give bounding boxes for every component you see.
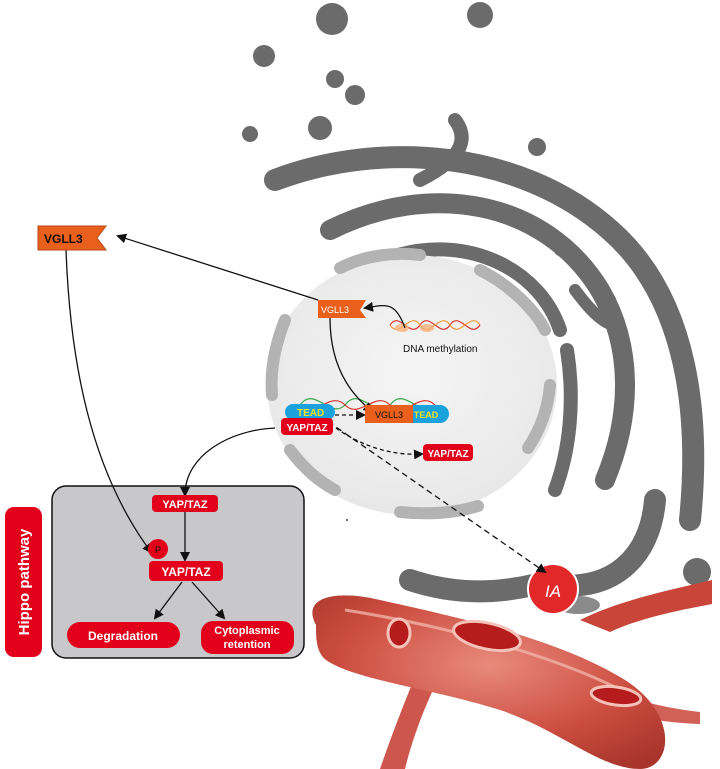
- arrow-to-cytoplasmic: [191, 581, 226, 620]
- tead-left-label: TEAD: [297, 408, 324, 419]
- yap-taz-hippo-top-label: YAP/TAZ: [162, 499, 208, 511]
- cytoplasmic-retention-box: Cytoplasmic retention: [201, 621, 294, 654]
- yap-taz-nuclear-label: YAP/TAZ: [286, 423, 327, 434]
- tead-complex-label: TEAD: [414, 410, 439, 420]
- phospho-label: P: [155, 545, 161, 555]
- ia-aneurysm: IA: [527, 563, 579, 615]
- red-blood-cells: [386, 617, 643, 708]
- vesicles: [242, 2, 711, 586]
- vgll3-outer-tag: VGLL3: [37, 225, 107, 251]
- arrow-nuclear-vgll3-to-outer: [116, 233, 319, 301]
- hippo-pathway-label-box: Hippo pathway: [5, 507, 42, 657]
- degradation-label: Degradation: [88, 629, 158, 643]
- arrow-dashed-to-yap-right: [335, 427, 424, 460]
- cytoplasmic-label-line2: retention: [223, 639, 270, 651]
- arrow-to-degradation: [153, 581, 183, 620]
- dna-methylation-label: DNA methylation: [403, 344, 477, 355]
- vgll3-outer-label: VGLL3: [44, 232, 83, 246]
- yap-taz-right: YAP/TAZ: [423, 444, 473, 461]
- speck: [346, 519, 348, 521]
- dna-methylation-strand: [389, 320, 481, 332]
- vgll3-nuclear-tag: VGLL3: [318, 300, 366, 318]
- arrow-outer-vgll3-to-hippo: [65, 249, 153, 554]
- blood-vessel: IA: [312, 563, 712, 769]
- arrow-dashed-to-ia: [319, 415, 547, 574]
- arrow-nuclear-yap-to-hippo: [180, 427, 276, 497]
- vgll3-nuclear-label: VGLL3: [321, 305, 349, 315]
- nucleus: [265, 247, 557, 520]
- vgll3-complex-label: VGLL3: [375, 410, 403, 420]
- yap-taz-hippo-mid-label: YAP/TAZ: [161, 565, 210, 579]
- yap-taz-hippo-top: YAP/TAZ: [152, 495, 218, 512]
- yap-taz-hippo-mid: YAP/TAZ: [149, 561, 223, 581]
- arrow-vgll3-to-complex: [329, 317, 374, 413]
- degradation-box: Degradation: [67, 622, 180, 648]
- yap-taz-right-label: YAP/TAZ: [427, 449, 468, 460]
- tead-left: TEAD: [285, 404, 335, 420]
- cytoplasmic-label-line1: Cytoplasmic: [214, 625, 279, 637]
- arrow-methylation-to-vgll3: [363, 301, 406, 329]
- yap-taz-nuclear: YAP/TAZ: [281, 418, 333, 435]
- arrows: [65, 233, 547, 620]
- hippo-pathway-label: Hippo pathway: [16, 528, 33, 635]
- phospho-marker: P: [148, 539, 168, 559]
- ia-label: IA: [545, 582, 561, 601]
- vgll3-tead-complex: VGLL3 TEAD: [365, 405, 449, 423]
